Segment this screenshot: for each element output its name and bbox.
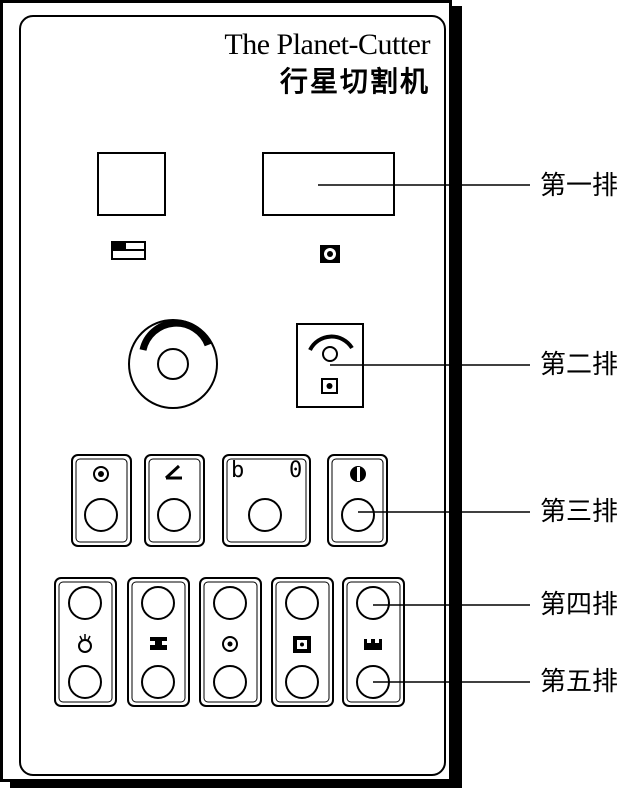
row45-button-3[interactable] bbox=[199, 577, 262, 707]
row-label-4: 第四排 bbox=[540, 590, 619, 620]
row45-button-1[interactable] bbox=[54, 577, 117, 707]
zero-label: 0 bbox=[289, 458, 303, 483]
row45-button-4[interactable] bbox=[271, 577, 334, 707]
row3-button-2[interactable] bbox=[144, 454, 205, 547]
row-label-2: 第二排 bbox=[540, 350, 619, 380]
row45-button-5[interactable] bbox=[342, 577, 405, 707]
large-display bbox=[262, 152, 395, 216]
brand-name-zh: 行星切割机 bbox=[279, 65, 430, 98]
window-pane-icon bbox=[111, 241, 146, 260]
small-display bbox=[97, 152, 166, 216]
row-label-5: 第五排 bbox=[540, 667, 619, 697]
rotary-dial[interactable] bbox=[128, 319, 218, 409]
row45-button-2[interactable] bbox=[127, 577, 190, 707]
target-ring-icon bbox=[320, 245, 340, 263]
row-label-3: 第三排 bbox=[540, 497, 619, 527]
b-label: b bbox=[231, 458, 245, 483]
row-label-1: 第一排 bbox=[540, 171, 619, 201]
brand-name-en: The Planet-Cutter bbox=[224, 28, 430, 61]
row3-button-1[interactable] bbox=[71, 454, 132, 547]
leader-lines bbox=[318, 184, 530, 683]
row3-button-3[interactable] bbox=[222, 454, 311, 547]
control-panel-inner bbox=[19, 15, 446, 776]
row3-button-4[interactable] bbox=[327, 454, 388, 547]
